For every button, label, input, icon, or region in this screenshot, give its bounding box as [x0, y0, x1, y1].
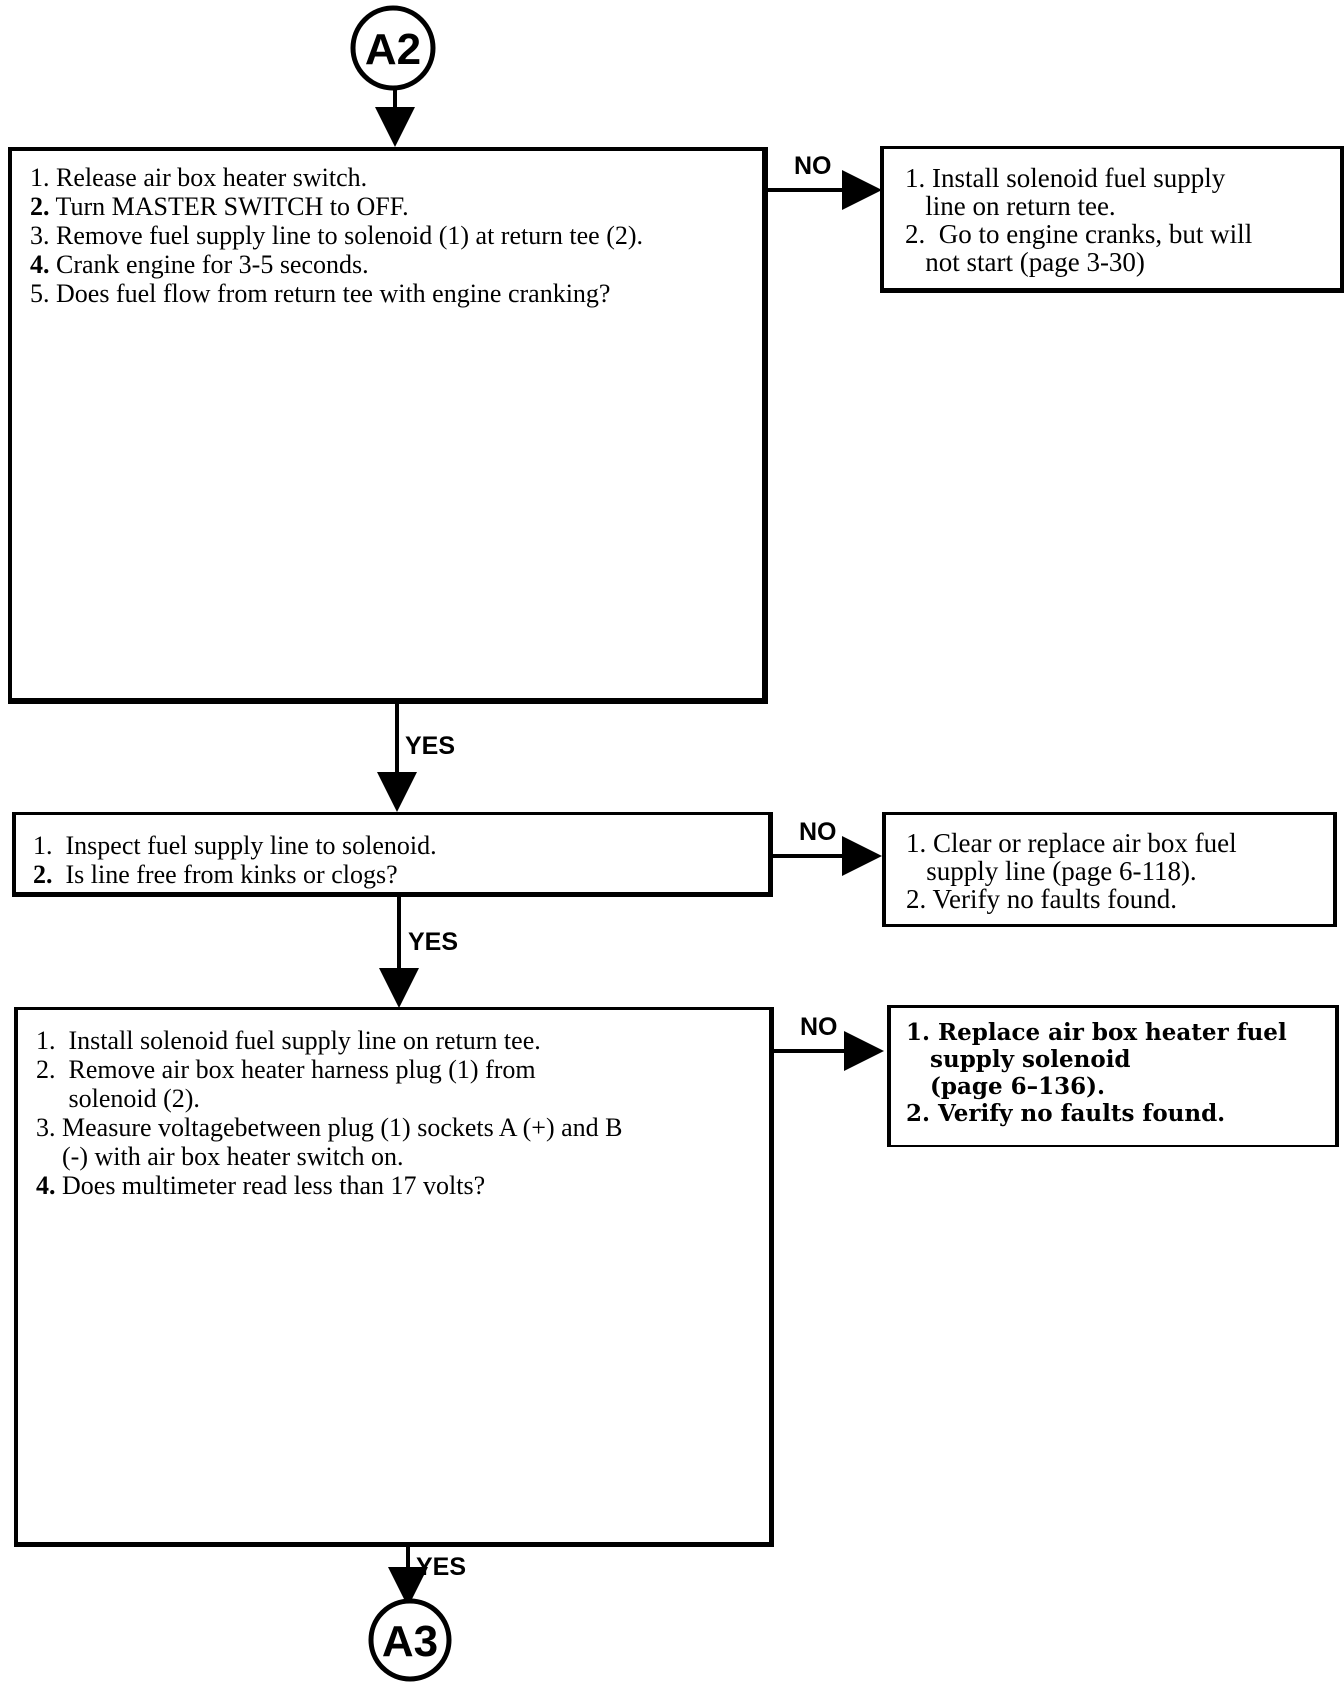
step3-box [14, 1007, 774, 1547]
no3-line: 2. Verify no faults found. [906, 1100, 1226, 1127]
yes-label-3: YES [416, 1553, 467, 1581]
step-text: Turn MASTER SWITCH to OFF. [55, 192, 409, 221]
no3-text: 1. Replace air box heater fuel supply so… [906, 1019, 1287, 1127]
no3-line: (page 6–136). [930, 1073, 1106, 1100]
no-label-1: NO [794, 152, 832, 180]
step-number: 4. [30, 250, 50, 279]
step2-box [12, 812, 773, 897]
step3-line: 1. Install solenoid fuel supply line on … [36, 1026, 541, 1055]
step-number: 2. [30, 192, 50, 221]
no3-box [887, 1005, 1339, 1147]
no-label-3: NO [800, 1013, 838, 1041]
no-label-2: NO [799, 818, 837, 846]
no1-box [880, 146, 1344, 293]
step1-box [8, 147, 768, 704]
step-text: Release air box heater switch. [56, 163, 368, 192]
step3-text: 1. Install solenoid fuel supply line on … [36, 1026, 623, 1200]
yes-label-2: YES [408, 928, 459, 956]
no1-line: not start (page 3-30) [925, 247, 1145, 277]
step-text: Remove fuel supply line to solenoid (1) … [56, 221, 644, 250]
step1-line: 3. Remove fuel supply line to solenoid (… [30, 221, 643, 250]
no1-line: line on return tee. [925, 191, 1116, 221]
step-text: Does fuel flow from return tee with engi… [56, 279, 611, 308]
step-number: 3. [30, 221, 50, 250]
no2-text: 1. Clear or replace air box fuel supply … [906, 829, 1237, 913]
step3-line: solenoid (2). [68, 1084, 200, 1113]
step1-line: 1. Release air box heater switch. [30, 163, 643, 192]
step1-line: 2. Turn MASTER SWITCH to OFF. [30, 192, 643, 221]
yes-label-1: YES [405, 732, 456, 760]
step2-text: 1. Inspect fuel supply line to solenoid.… [33, 831, 437, 889]
no2-box [882, 812, 1337, 927]
step-text: Crank engine for 3-5 seconds. [56, 250, 369, 279]
no2-line: supply line (page 6-118). [926, 856, 1197, 886]
step3-line: 4. Does multimeter read less than 17 vol… [36, 1171, 486, 1200]
no3-line: 1. Replace air box heater fuel [906, 1019, 1287, 1046]
no3-line: supply solenoid [930, 1046, 1131, 1073]
start-connector-label: A2 [365, 25, 421, 74]
step3-line: 3. Measure voltagebetween plug (1) socke… [36, 1113, 623, 1142]
step1-line: 5. Does fuel flow from return tee with e… [30, 279, 643, 308]
no2-line: 1. Clear or replace air box fuel [906, 828, 1237, 858]
no1-text: 1. Install solenoid fuel supply line on … [905, 164, 1252, 276]
step-number: 1. [30, 163, 50, 192]
step2-line: 1. Inspect fuel supply line to solenoid. [33, 831, 437, 860]
step2-line: 2. Is line free from kinks or clogs? [33, 860, 398, 889]
step1-text: 1. Release air box heater switch. 2. Tur… [30, 163, 643, 308]
no1-line: 1. Install solenoid fuel supply [905, 163, 1226, 193]
step-number: 5. [30, 279, 50, 308]
no2-line: 2. Verify no faults found. [906, 884, 1177, 914]
step3-line: (-) with air box heater switch on. [62, 1142, 404, 1171]
no1-line: 2. Go to engine cranks, but will [905, 219, 1253, 249]
step3-line: 2. Remove air box heater harness plug (1… [36, 1055, 536, 1084]
step1-line: 4. Crank engine for 3-5 seconds. [30, 250, 643, 279]
start-connector: A2 [350, 5, 436, 91]
end-connector: A3 [368, 1598, 452, 1682]
end-connector-label: A3 [382, 1617, 438, 1666]
